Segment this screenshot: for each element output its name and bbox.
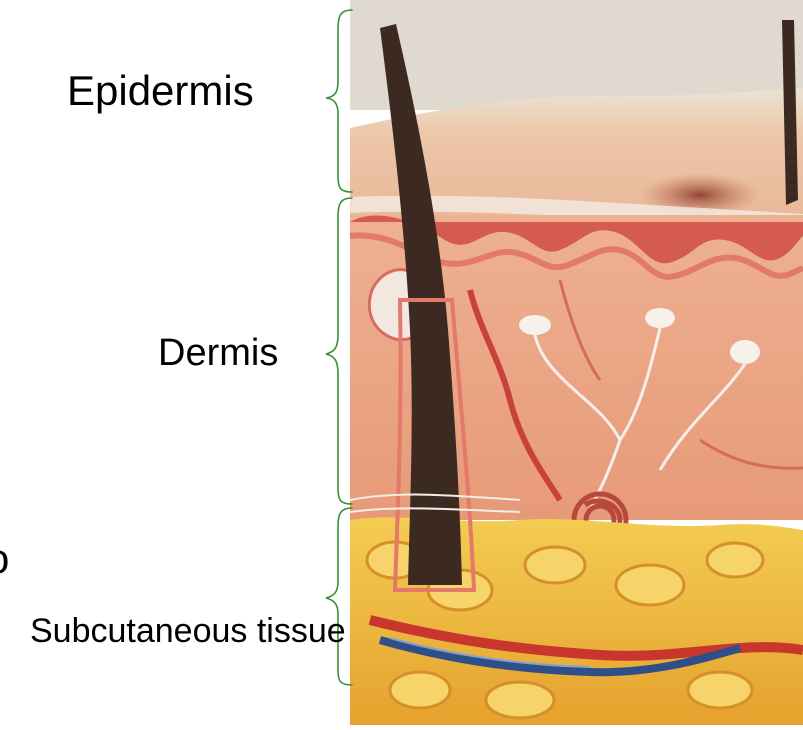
dermis-label: Dermis (158, 334, 278, 372)
nerve-ending-2 (645, 308, 675, 328)
nerve-ending-1 (519, 315, 551, 335)
epidermis-bracket (326, 10, 352, 192)
nerve-ending-3 (730, 340, 760, 364)
bracket-group (326, 10, 352, 685)
dermis-bracket (326, 198, 352, 504)
epidermis-label: Epidermis (67, 70, 254, 112)
left-edge-text-fragment: o (0, 538, 9, 580)
subcutaneous-tissue-label: Subcutaneous tissue (30, 614, 346, 648)
subcutaneous-bracket (326, 508, 352, 685)
